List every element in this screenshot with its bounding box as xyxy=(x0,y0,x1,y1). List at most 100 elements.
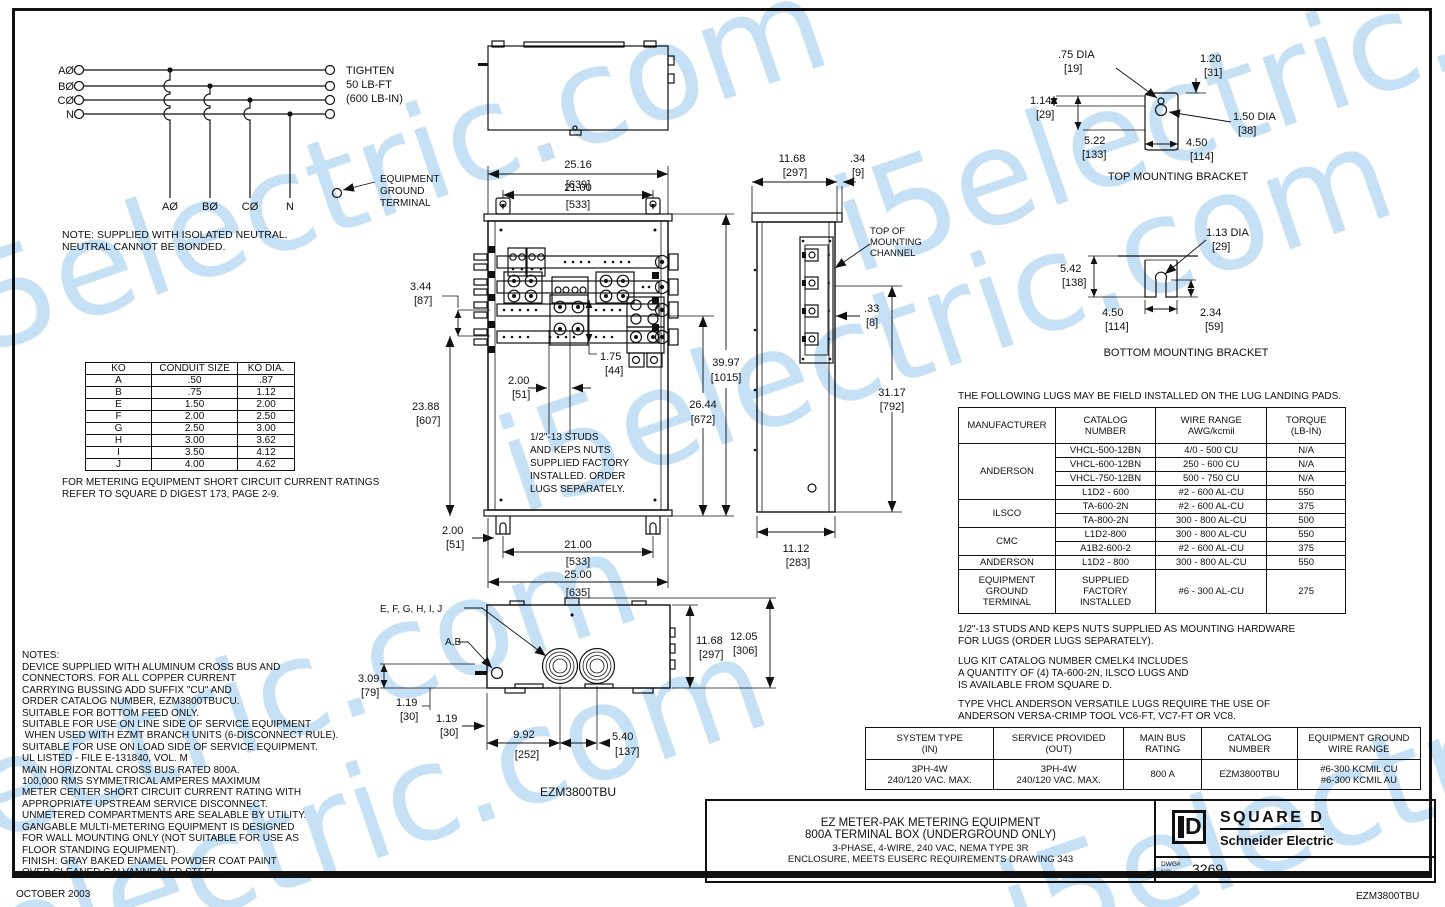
front-dim-lines xyxy=(442,166,734,588)
lug-note-3: TYPE VHCL ANDERSON VERSATILE LUGS REQUIR… xyxy=(958,699,1271,722)
dim-3-09-in: 3.09 xyxy=(358,673,379,685)
dim-5-40-mm: [137] xyxy=(615,746,639,758)
cell: TORQUE (LB-IN) xyxy=(1266,407,1346,444)
dim-120-mm: [31] xyxy=(1204,67,1222,79)
dim-3-09-mm: [79] xyxy=(361,687,379,699)
dim-channel-height-in: 31.17 xyxy=(878,387,906,399)
bottom-bracket-caption: BOTTOM MOUNTING BRACKET xyxy=(1104,347,1269,359)
stud-note-4: INSTALLED. ORDER xyxy=(530,471,625,482)
isolated-neutral-note: NOTE: SUPPLIED WITH ISOLATED NEUTRAL. NE… xyxy=(62,229,288,254)
dim-bottom-depth-mm: [283] xyxy=(786,557,810,569)
lug-table-intro: THE FOLLOWING LUGS MAY BE FIELD INSTALLE… xyxy=(958,391,1342,402)
dim-114b-mm: [29] xyxy=(1036,109,1054,121)
dim-234-in: 2.34 xyxy=(1200,307,1221,319)
square-d-logo-icon: D xyxy=(1172,810,1206,844)
dim-1-19a-in: 1.19 xyxy=(396,697,417,709)
dim-lower-height-mm: [607] xyxy=(416,415,440,427)
dim-channel-gap-mm: [8] xyxy=(866,317,878,329)
dim-front-height-mm: [1015] xyxy=(711,372,742,384)
dwg-label: DWG# NO. xyxy=(1161,861,1181,876)
mounting-channel xyxy=(799,236,834,364)
row: MANUFACTURER CATALOG NUMBER WIRE RANGE A… xyxy=(958,407,1346,444)
top-bracket-caption: TOP MOUNTING BRACKET xyxy=(1108,171,1248,183)
cell: A1B2-600-2 xyxy=(1054,541,1157,556)
dim-bottom-offset-in: 2.00 xyxy=(442,525,463,537)
channel-label-2: MOUNTING xyxy=(870,237,922,248)
cell: #2 - 600 AL-CU xyxy=(1155,499,1268,514)
dim-150dia: 1.50 DIA xyxy=(1233,111,1276,123)
stud-note-2: AND KEPS NUTS xyxy=(530,445,611,456)
cell: EQUIPMENT GROUND TERMINAL xyxy=(958,569,1056,614)
tap-label-b: BØ xyxy=(202,201,218,213)
cell: 300 - 800 AL-CU xyxy=(1155,527,1268,542)
cell: I xyxy=(85,446,152,459)
row: CMC L1D2-800 300 - 800 AL-CU 550 xyxy=(958,527,1346,556)
row: KO CONDUIT SIZE KO DIA. xyxy=(85,362,295,375)
tap-label-c: CØ xyxy=(242,201,259,213)
cell: EZM3800TBU xyxy=(1201,759,1298,790)
brand-sub: Schneider Electric xyxy=(1220,833,1334,848)
phase-label-n: N xyxy=(66,109,74,121)
side-enclosure xyxy=(751,212,843,513)
dim-channel-gap-in: .33 xyxy=(864,303,879,315)
cell: 300 - 800 AL-CU xyxy=(1155,513,1268,528)
cell: KO xyxy=(85,362,152,375)
lug-note-1: 1/2"-13 STUDS AND KEPS NUTS SUPPLIED AS … xyxy=(958,624,1296,647)
cell: 1.50 xyxy=(150,398,239,411)
tighten-note-3: (600 LB-IN) xyxy=(346,93,403,105)
dim-depth-b-in: 11.68 xyxy=(696,635,723,647)
cell: #6 - 300 AL-CU xyxy=(1155,569,1268,614)
brand-name: SQUARE D xyxy=(1220,809,1325,830)
wiring-schematic: AØ BØ CØ N AØ BØ CØ N TIGHTEN 50 LB-FT (… xyxy=(58,64,439,213)
cell: L1D2 - 600 xyxy=(1054,485,1157,500)
cell: VHCL-600-12BN xyxy=(1054,457,1157,472)
bottom-mounting-bracket: 1.13 DIA [29] 5.42 [138] 4.50 [114] 2.34… xyxy=(1060,227,1269,359)
dim-1-19b-mm: [30] xyxy=(440,727,458,739)
ground-label-3: TERMINAL xyxy=(380,198,431,209)
cell: 4.12 xyxy=(237,446,295,459)
cell: A xyxy=(85,374,152,387)
dim-542-in: 5.42 xyxy=(1060,263,1081,275)
front-view: 25.16 [639] 21.00 [533] 39.97 [1015] 26.… xyxy=(410,159,742,599)
top-view-outline xyxy=(478,40,675,136)
row: A.50.87 xyxy=(85,374,295,387)
dim-total-depth-in: 12.05 xyxy=(730,631,758,643)
bottom-view-caption: EZM3800TBU xyxy=(540,785,616,799)
dim-overhang-mm: [9] xyxy=(852,167,864,179)
row: EQUIPMENT GROUND TERMINAL SUPPLIED FACTO… xyxy=(958,569,1346,614)
dim-5-40-in: 5.40 xyxy=(612,731,633,743)
bottom-bracket-shape xyxy=(1088,255,1198,298)
notes-text: DEVICE SUPPLIED WITH ALUMINUM CROSS BUS … xyxy=(22,662,339,879)
dim-113dia-mm: [29] xyxy=(1212,241,1230,253)
top-mounting-bracket: .75 DIA [19] 1.20 [31] 1.14 [29] 5.22 [1… xyxy=(1030,49,1276,183)
dim-120-in: 1.20 xyxy=(1200,53,1221,65)
footer-date: OCTOBER 2003 xyxy=(16,889,91,900)
dim-150dia-mm: [38] xyxy=(1238,125,1256,137)
cell: 2.50 xyxy=(237,410,295,423)
title-line-2: 800A TERMINAL BOX (UNDERGROUND ONLY) xyxy=(805,829,1056,841)
stud-note-3: SUPPLIED FACTORY xyxy=(530,458,629,469)
dim-top-brackets-in: 21.00 xyxy=(564,182,592,194)
channel-label-1: TOP OF xyxy=(870,226,905,237)
cell: CONDUIT SIZE xyxy=(150,362,239,375)
cell: 4.00 xyxy=(150,458,239,471)
row: ANDERSON L1D2 - 800 300 - 800 AL-CU 550 xyxy=(958,555,1346,570)
dim-522-mm: [133] xyxy=(1082,149,1106,161)
top-bracket-dims xyxy=(1050,67,1232,150)
dim-stud-offset-in: 1.75 xyxy=(600,351,621,363)
cell: KO DIA. xyxy=(237,362,295,375)
bottom-bracket-dims xyxy=(1090,239,1207,314)
digest-note: FOR METERING EQUIPMENT SHORT CIRCUIT CUR… xyxy=(62,477,380,500)
title-line-4: ENCLOSURE, MEETS EUSERC REQUIREMENTS DRA… xyxy=(787,854,1074,865)
ab-label: A,B xyxy=(445,637,461,648)
system-table: SYSTEM TYPE (IN) SERVICE PROVIDED (OUT) … xyxy=(864,727,1422,790)
dim-522-in: 5.22 xyxy=(1084,135,1105,147)
cell: .87 xyxy=(237,374,295,387)
brand-cell: D SQUARE D Schneider Electric xyxy=(1156,801,1434,858)
cell: CATALOG NUMBER xyxy=(1201,727,1298,760)
